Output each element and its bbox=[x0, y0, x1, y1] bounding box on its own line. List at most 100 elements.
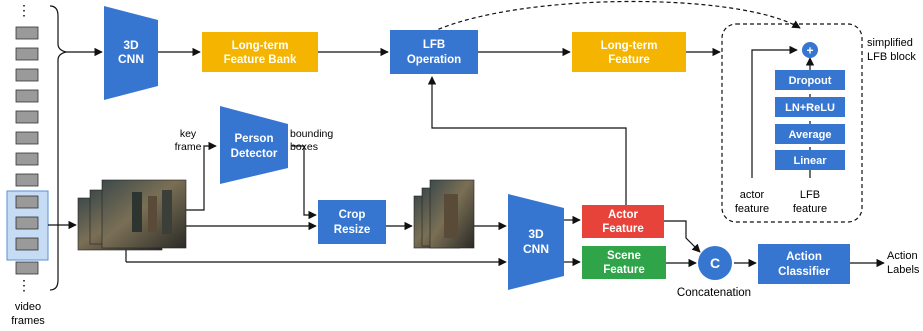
long-term-feature-node: Long-term Feature bbox=[572, 32, 686, 72]
lfb-block-border bbox=[721, 23, 863, 223]
lfb-layer-average: Average bbox=[775, 124, 845, 144]
concatenation-caption: Concatenation bbox=[677, 287, 751, 299]
video-frames-caption-line1: video bbox=[15, 301, 41, 313]
actor-feature-node: Actor Feature bbox=[582, 205, 664, 238]
plus-icon: + bbox=[806, 44, 813, 58]
video-frames-column: ⋮ ⋮ video frames bbox=[6, 2, 49, 327]
long-term-feature-bank-node: Long-term Feature Bank bbox=[202, 32, 318, 72]
lfb-plus-node: + bbox=[802, 42, 818, 58]
frame-stack bbox=[6, 26, 49, 275]
action-labels-output-line1: Action bbox=[887, 250, 918, 262]
video-clip-stack bbox=[77, 179, 187, 251]
ln-relu-label: LN+ReLU bbox=[785, 102, 835, 114]
long-term-feature-box bbox=[572, 32, 686, 72]
frame-10 bbox=[15, 216, 39, 230]
lfb-operation-label-line1: LFB bbox=[423, 39, 445, 51]
action-classifier-node: Action Classifier bbox=[758, 244, 850, 284]
lfb-layer-linear: Linear bbox=[775, 150, 845, 170]
actor-feature-input-line1: actor bbox=[740, 189, 765, 201]
frame-3 bbox=[15, 68, 39, 82]
edge-keyframe-to-detector bbox=[186, 141, 217, 211]
lfb-layer-dropout: Dropout bbox=[775, 70, 845, 90]
frame-12 bbox=[15, 261, 39, 275]
video-clip-figure-1 bbox=[132, 192, 142, 232]
cropped-clip-stack bbox=[413, 179, 475, 249]
lfb-operation-node: LFB Operation bbox=[390, 30, 478, 74]
person-detector-node: Person Detector bbox=[220, 106, 288, 184]
action-classifier-label-line1: Action bbox=[786, 251, 822, 263]
edge-lfbop-dashed-to-block bbox=[431, 0, 801, 33]
ellipsis-top: ⋮ bbox=[17, 2, 31, 18]
concat-circle bbox=[698, 246, 732, 280]
cnn-top-node: 3D CNN bbox=[104, 6, 158, 100]
action-labels-output-line2: Labels bbox=[887, 264, 920, 276]
linear-label: Linear bbox=[793, 155, 827, 167]
lfb-operation-label-line2: Operation bbox=[407, 54, 461, 66]
long-term-feature-label-line2: Feature bbox=[608, 54, 650, 66]
connectors bbox=[48, 0, 885, 268]
cropped-clip-figure bbox=[444, 194, 458, 238]
crop-resize-box bbox=[318, 200, 386, 244]
concatenation-node: C Concatenation bbox=[677, 246, 751, 299]
concat-symbol: C bbox=[710, 255, 720, 271]
scene-feature-node: Scene Feature bbox=[582, 246, 666, 279]
actor-feature-label-line2: Feature bbox=[602, 223, 644, 235]
lfb-feature-input-line1: LFB bbox=[800, 189, 820, 201]
lfb-block-title-line1: simplified bbox=[867, 37, 913, 49]
cnn-bottom-label-line2: CNN bbox=[523, 242, 549, 256]
frame-8 bbox=[15, 173, 39, 187]
scene-feature-box bbox=[582, 246, 666, 279]
ellipsis-bottom: ⋮ bbox=[17, 277, 31, 293]
frame-9 bbox=[15, 195, 39, 209]
ltfb-label-line1: Long-term bbox=[232, 40, 289, 52]
frame-7 bbox=[15, 152, 39, 166]
cnn-top-trapezoid bbox=[104, 6, 158, 100]
frames-brace bbox=[49, 5, 67, 291]
frame-1 bbox=[15, 26, 39, 40]
frame-4 bbox=[15, 89, 39, 103]
cnn-top-label-line1: 3D bbox=[123, 38, 139, 52]
simplified-lfb-block: simplified LFB block + Dropout LN+ReLU A… bbox=[721, 23, 916, 223]
video-frames-caption-line2: frames bbox=[11, 315, 45, 327]
actor-feature-box bbox=[582, 205, 664, 238]
dropout-label: Dropout bbox=[789, 75, 832, 87]
key-frame-label-line2: frame bbox=[175, 141, 202, 153]
actor-feature-input-line2: feature bbox=[735, 203, 769, 215]
lfb-operation-box bbox=[390, 30, 478, 74]
plus-circle bbox=[802, 42, 818, 58]
bounding-boxes-label-line2: boxes bbox=[290, 141, 318, 153]
person-detector-label-line1: Person bbox=[235, 133, 274, 145]
action-classifier-label-line2: Classifier bbox=[778, 266, 830, 278]
linear-box bbox=[775, 150, 845, 170]
scene-feature-label-line2: Feature bbox=[603, 264, 645, 276]
ln-relu-box bbox=[775, 97, 845, 117]
edge-actor-to-lfbop bbox=[427, 76, 627, 205]
edge-actor-to-concat bbox=[664, 220, 701, 253]
long-term-feature-label-line1: Long-term bbox=[601, 40, 658, 52]
frame-2 bbox=[15, 47, 39, 61]
person-detector-trapezoid bbox=[220, 106, 288, 184]
crop-resize-node: Crop Resize bbox=[318, 200, 386, 244]
crop-resize-label-line1: Crop bbox=[339, 209, 366, 221]
action-classifier-box bbox=[758, 244, 850, 284]
lfb-block-title-line2: LFB block bbox=[867, 51, 916, 63]
dropout-box bbox=[775, 70, 845, 90]
actor-feature-label-line1: Actor bbox=[608, 209, 639, 221]
video-clip-figure-3 bbox=[162, 190, 172, 234]
edge-detector-to-crop bbox=[292, 145, 317, 220]
edge-actor-input-to-plus bbox=[751, 45, 798, 178]
cnn-bottom-trapezoid bbox=[508, 194, 564, 290]
bounding-boxes-label-line1: bounding bbox=[290, 128, 333, 140]
frame-11 bbox=[15, 237, 39, 251]
cnn-bottom-label-line1: 3D bbox=[528, 227, 544, 241]
cnn-bottom-node: 3D CNN bbox=[508, 194, 564, 290]
scene-feature-label-line1: Scene bbox=[607, 250, 641, 262]
lfb-layer-ln-relu: LN+ReLU bbox=[775, 97, 845, 117]
average-box bbox=[775, 124, 845, 144]
video-clip-figure-2 bbox=[148, 196, 157, 232]
key-frame-label-line1: key bbox=[180, 128, 197, 140]
cnn-top-label-line2: CNN bbox=[118, 52, 144, 66]
ltfb-label-line2: Feature Bank bbox=[224, 54, 297, 66]
lfb-feature-input-line2: feature bbox=[793, 203, 827, 215]
